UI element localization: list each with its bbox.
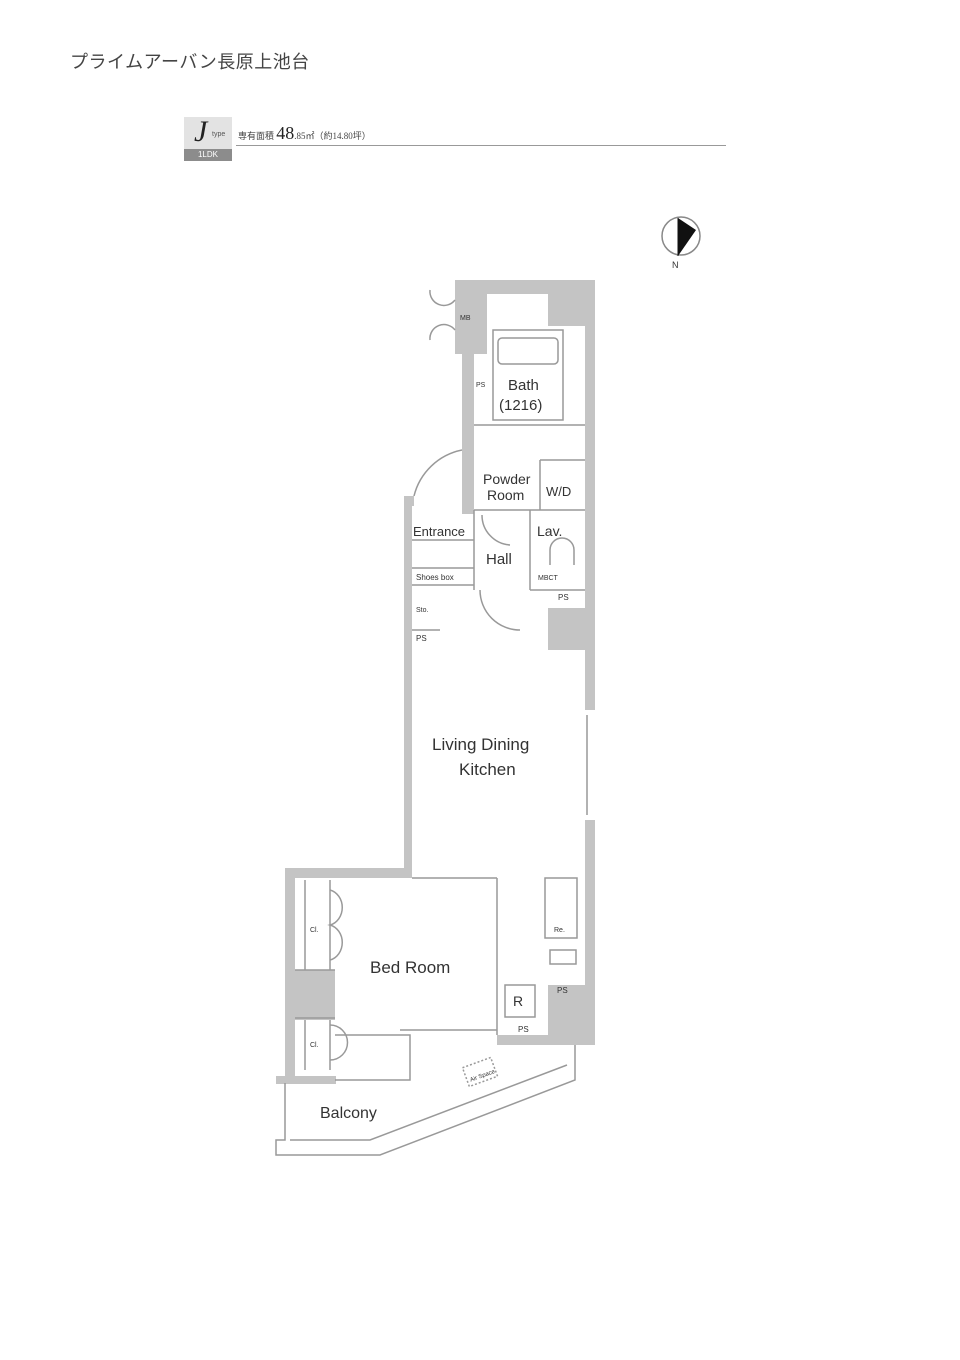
type-letter: J [194,115,208,148]
label-shoes-box: Shoes box [416,573,454,582]
label-mb: MB [460,315,471,322]
label-ps-entrance: PS [416,634,427,643]
label-ps-bed: PS [518,1025,529,1034]
label-r: R [513,993,523,1009]
label-re: Re. [554,927,565,934]
label-powder-2: Room [487,487,524,503]
area-value: 48 [276,123,295,143]
compass-label: N [672,260,679,270]
label-ldk-2: Kitchen [459,760,516,779]
label-lav: Lav. [537,523,562,539]
label-ps-lav: PS [558,593,569,602]
label-bed-room: Bed Room [370,958,450,977]
type-badge: J type 1LDK [184,115,232,161]
type-sub: type [212,131,226,138]
property-title: プライムアーバン長原上池台 [70,52,310,73]
header-rule [236,145,726,146]
label-wd: W/D [546,484,571,499]
interior-lines [275,289,588,1156]
area-suffix: .85㎡（約14.80坪） [294,131,371,141]
label-hall: Hall [486,551,512,568]
label-ldk-1: Living Dining [432,735,529,754]
label-cl-2: Cl. [310,1042,319,1049]
label-cl-1: Cl. [310,927,319,934]
label-entrance: Entrance [413,524,465,539]
label-ps-kitchen: PS [557,986,568,995]
walls [276,280,595,1084]
label-balcony: Balcony [320,1105,377,1122]
compass-icon: N [661,216,701,270]
area-label: 専有面積 [238,131,275,141]
area-info: 専有面積 48.85㎡（約14.80坪） [238,123,371,144]
room-labels: Bath (1216) Powder Room W/D Entrance Hal… [310,315,571,1122]
label-bath: Bath [508,377,539,394]
label-sto: Sto. [416,607,429,614]
label-powder-1: Powder [483,471,531,487]
layout-code: 1LDK [184,149,232,161]
label-mbct: MBCT [538,575,559,582]
label-ps-bath: PS [476,382,486,389]
label-bath-size: (1216) [499,397,542,414]
